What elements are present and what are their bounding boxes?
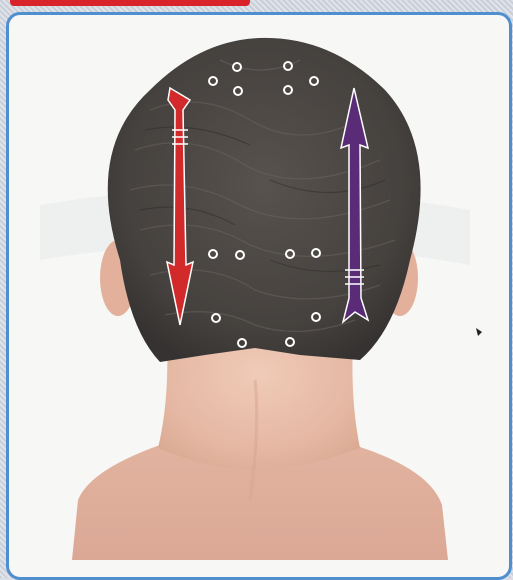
stray-mark — [476, 328, 482, 336]
hair — [108, 38, 421, 362]
